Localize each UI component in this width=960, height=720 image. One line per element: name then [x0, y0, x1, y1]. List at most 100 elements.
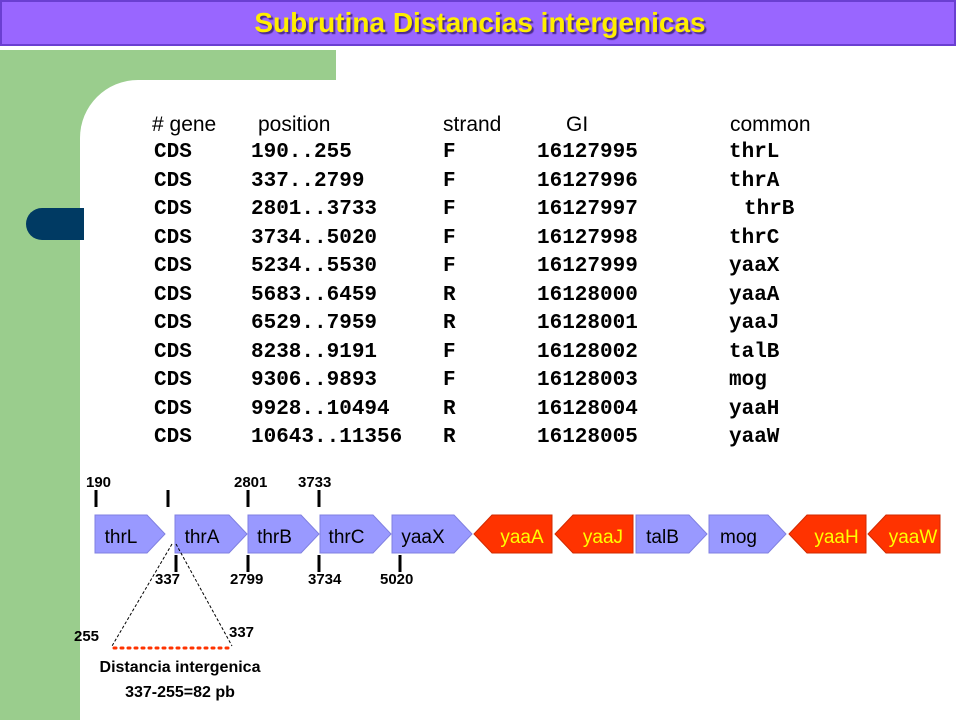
- table-cell: 10643..11356: [251, 426, 403, 449]
- tick-mark-bottom: [398, 555, 402, 572]
- gene-label: thrL: [105, 527, 138, 548]
- table-cell: yaaJ: [729, 312, 780, 335]
- zoom-label-right: 337: [229, 624, 254, 641]
- table-cell: 2801..3733: [251, 198, 378, 221]
- table-cell: CDS: [154, 226, 192, 250]
- coordinate-label-top: 3733: [298, 474, 331, 491]
- header-gene: # gene: [152, 113, 217, 136]
- table-cell: F: [443, 141, 456, 164]
- table-cell: CDS: [154, 340, 192, 364]
- table-cell: yaaA: [729, 283, 780, 307]
- caption-line-1: Distancia intergenica: [100, 659, 261, 676]
- tick-mark-top: [317, 490, 321, 507]
- table-cell: talB: [729, 340, 780, 364]
- table-cell: CDS: [154, 369, 192, 392]
- table-cell: 6529..7959: [251, 312, 378, 335]
- table-cell: yaaX: [729, 255, 780, 278]
- gene-label: yaaA: [500, 527, 544, 548]
- zoom-line-right: [175, 543, 233, 647]
- gene-arrow-talB: [635, 514, 708, 554]
- table-cell: CDS: [154, 198, 192, 221]
- gene-label: yaaJ: [583, 527, 623, 548]
- header-position: position: [258, 113, 331, 136]
- table-cell: F: [443, 226, 456, 250]
- table-cell: yaaW: [729, 426, 780, 449]
- coordinate-label-top: 190: [86, 474, 111, 491]
- gene-arrow-thrC: [319, 514, 392, 554]
- coordinate-label-bottom: 337: [155, 571, 180, 588]
- gene-label: thrC: [329, 527, 365, 548]
- gene-label: yaaH: [814, 527, 858, 548]
- table-cell: thrC: [729, 226, 780, 250]
- gene-arrow-mog: [708, 514, 787, 554]
- gene-label: yaaX: [401, 527, 445, 548]
- table-cell: yaaH: [729, 397, 780, 421]
- header-common: common: [730, 113, 811, 136]
- gene-label: talB: [646, 527, 679, 548]
- table-cell: 337..2799: [251, 169, 365, 193]
- table-cell: F: [443, 169, 456, 193]
- table-cell: CDS: [154, 255, 192, 278]
- tick-mark-top: [166, 490, 170, 507]
- table-cell: 8238..9191: [251, 340, 378, 364]
- table-cell: R: [443, 312, 456, 335]
- table-cell: 9928..10494: [251, 397, 390, 421]
- gene-arrow-thrA: [174, 514, 248, 554]
- tick-mark-bottom: [174, 555, 178, 572]
- coordinate-label-top: 2801: [234, 474, 267, 491]
- table-cell: thrB: [744, 198, 795, 221]
- header-strand: strand: [443, 113, 502, 136]
- table-cell: CDS: [154, 141, 192, 164]
- title-banner: Subrutina Distancias intergenicas: [0, 0, 956, 46]
- table-cell: R: [443, 397, 456, 421]
- table-cell: CDS: [154, 283, 192, 307]
- gene-arrow-thrL: [94, 514, 166, 554]
- gene-arrow-yaaJ: [554, 514, 634, 554]
- table-cell: 16127997: [537, 198, 638, 221]
- table-cell: CDS: [154, 397, 192, 421]
- gene-label: mog: [720, 527, 757, 548]
- table-cell: 16127999: [537, 255, 638, 278]
- table-cell: 16127998: [537, 226, 638, 250]
- coordinate-label-bottom: 3734: [308, 571, 342, 588]
- content-panel: [80, 80, 960, 720]
- tick-mark-bottom: [317, 555, 321, 572]
- table-cell: R: [443, 283, 456, 307]
- caption-line-2: 337-255=82 pb: [125, 684, 235, 701]
- table-cell: 16128003: [537, 369, 638, 392]
- gene-label: thrB: [257, 527, 292, 548]
- table-cell: 16128000: [537, 283, 638, 307]
- table-cell: 16128002: [537, 340, 638, 364]
- page-title: Subrutina Distancias intergenicas: [254, 7, 706, 38]
- blue-tab-decoration: [26, 208, 84, 240]
- tick-mark-bottom: [246, 555, 250, 572]
- gene-label: thrA: [185, 527, 220, 548]
- table-cell: CDS: [154, 312, 192, 335]
- table-cell: 16128005: [537, 426, 638, 449]
- table-cell: 5234..5530: [251, 255, 378, 278]
- gene-arrow-yaaW: [867, 514, 941, 554]
- table-cell: mog: [729, 369, 767, 392]
- table-cell: 190..255: [251, 141, 352, 164]
- table-cell: 16128001: [537, 312, 638, 335]
- zoom-label-left: 255: [74, 628, 99, 645]
- green-side-strip: [0, 50, 80, 720]
- coordinate-label-bottom: 5020: [380, 571, 413, 588]
- gene-label: yaaW: [889, 527, 938, 548]
- table-cell: F: [443, 255, 456, 278]
- coordinate-label-bottom: 2799: [230, 571, 263, 588]
- header-gi: GI: [566, 113, 589, 136]
- table-cell: 3734..5020: [251, 226, 378, 250]
- table-cell: F: [443, 340, 456, 364]
- table-cell: 16127996: [537, 169, 638, 193]
- table-cell: 16128004: [537, 397, 638, 421]
- gene-arrow-thrB: [247, 514, 320, 554]
- tick-mark-top: [246, 490, 250, 507]
- gene-arrow-yaaH: [788, 514, 867, 554]
- gene-arrow-yaaA: [473, 514, 553, 554]
- zoom-line-left: [111, 543, 173, 647]
- table-cell: thrA: [729, 169, 780, 193]
- gene-arrow-yaaX: [391, 514, 473, 554]
